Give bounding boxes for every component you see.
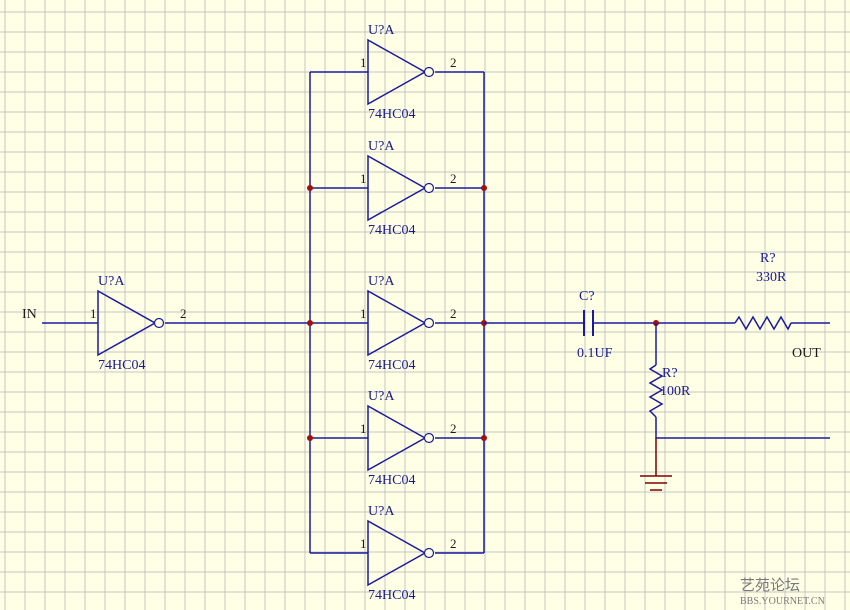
parallel-inverter-5: [367, 519, 435, 587]
shunt-resistor-value: 100R: [660, 384, 691, 399]
components: [97, 38, 792, 587]
parallel-inverter-4: [367, 404, 435, 472]
inverter-part: 74HC04: [368, 107, 415, 122]
inverter-triangle-icon: [367, 519, 427, 587]
inverter-triangle-icon: [367, 38, 427, 106]
inverter-triangle-icon: [367, 404, 427, 472]
inverter-part: 74HC04: [368, 588, 415, 603]
inverter-part: 74HC04: [368, 473, 415, 488]
parallel-inverter-2: [367, 154, 435, 222]
inverter-bubble-icon: [423, 66, 435, 78]
shunt-resistor-icon: [648, 364, 664, 418]
inverter-part: 74HC04: [98, 358, 145, 373]
inverter-pin-in: 1: [360, 536, 367, 551]
inverter-pin-out: 2: [450, 55, 457, 70]
inverter-bubble-icon: [423, 432, 435, 444]
input-label: IN: [22, 307, 37, 322]
watermark-title: 艺苑论坛: [740, 577, 800, 594]
junction-dot: [481, 435, 487, 441]
inverter-bubble-icon: [423, 182, 435, 194]
inverter-triangle-icon: [367, 289, 427, 357]
inverter-bubble-icon: [153, 317, 165, 329]
inverter-pin-out: 2: [180, 306, 187, 321]
parallel-inverter-1: [367, 38, 435, 106]
series-resistor-ref: R?: [760, 251, 776, 266]
capacitor-ref: C?: [579, 289, 595, 304]
junction-dot: [481, 185, 487, 191]
inverter-pin-out: 2: [450, 306, 457, 321]
inverter-pin-out: 2: [450, 171, 457, 186]
output-label: OUT: [792, 346, 821, 361]
shunt-resistor-ref: R?: [662, 366, 678, 381]
junction-dot: [307, 185, 313, 191]
inverter-ref: U?A: [368, 504, 395, 519]
inverter-pin-in: 1: [90, 306, 97, 321]
input-inverter: [97, 289, 165, 357]
inverter-pin-out: 2: [450, 421, 457, 436]
inverter-bubble-icon: [423, 547, 435, 559]
series-resistor-icon: [734, 315, 792, 331]
inverter-pin-in: 1: [360, 421, 367, 436]
junction-dot: [307, 435, 313, 441]
capacitor: [583, 310, 594, 336]
parallel-inverter-3: [367, 289, 435, 357]
inverter-triangle-icon: [97, 289, 157, 357]
inverter-pin-in: 1: [360, 171, 367, 186]
watermark-url: BBS.YOURNET.CN: [740, 596, 825, 607]
inverter-triangle-icon: [367, 154, 427, 222]
inverter-part: 74HC04: [368, 223, 415, 238]
inverter-ref: U?A: [368, 389, 395, 404]
inverter-pin-out: 2: [450, 536, 457, 551]
inverter-ref: U?A: [368, 274, 395, 289]
inverter-ref: U?A: [368, 23, 395, 38]
ground-rail-wire: [655, 417, 830, 439]
capacitor-value: 0.1UF: [577, 346, 613, 361]
inverter-pin-in: 1: [360, 55, 367, 70]
inverter-pin-in: 1: [360, 306, 367, 321]
inverter-bubble-icon: [423, 317, 435, 329]
series-resistor-value: 330R: [756, 270, 787, 285]
inverter-ref: U?A: [368, 139, 395, 154]
inverter-ref: U?A: [98, 274, 125, 289]
inverter-part: 74HC04: [368, 358, 415, 373]
junction-dot: [307, 320, 313, 326]
